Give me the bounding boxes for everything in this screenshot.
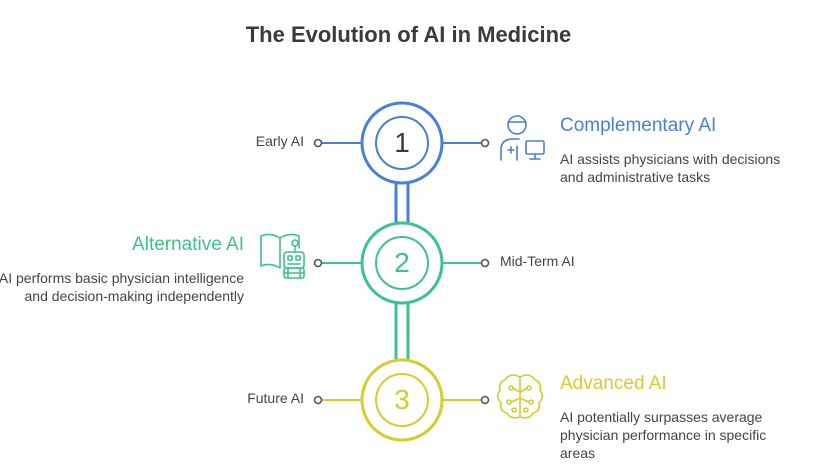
connector-dot	[313, 138, 323, 148]
stage-2-era-label: Mid-Term AI	[500, 253, 575, 269]
stage-3-node	[313, 358, 490, 442]
stage-2-description: AI performs basic physician intelligence…	[0, 270, 244, 304]
stage-2-node	[313, 221, 490, 305]
vertical-connector-2-3	[394, 303, 410, 360]
stage-1-era-label: Early AI	[255, 133, 304, 149]
stage-1-number: 1	[394, 127, 410, 158]
connector-dot	[480, 395, 490, 405]
stage-3-description: AI potentially surpasses average physici…	[560, 409, 767, 461]
connector-dot	[480, 258, 490, 268]
brain-circuit-icon	[496, 374, 544, 419]
connector-dot	[313, 395, 323, 405]
robot-book-icon	[260, 233, 305, 279]
stage-3-title: Advanced AI	[560, 373, 667, 394]
connector-dot	[480, 138, 490, 148]
stage-1-node	[313, 101, 490, 185]
stage-1-inner-ring	[375, 116, 429, 170]
connector-dot	[313, 258, 323, 268]
stage-1-title: Complementary AI	[560, 115, 717, 136]
doctor-computer-icon	[500, 115, 545, 161]
stage-2-number: 2	[394, 247, 410, 278]
vertical-connector-1-2	[394, 183, 410, 222]
stage-1-description: AI assists physicians with decisions and…	[560, 151, 781, 185]
stage-3-number: 3	[394, 384, 410, 415]
stage-3-inner-ring	[375, 373, 429, 427]
stage-2-title: Alternative AI	[132, 234, 244, 255]
diagram-title: The Evolution of AI in Medicine	[245, 22, 572, 47]
stage-2-inner-ring	[375, 236, 429, 290]
stage-3-era-label: Future AI	[247, 390, 304, 406]
